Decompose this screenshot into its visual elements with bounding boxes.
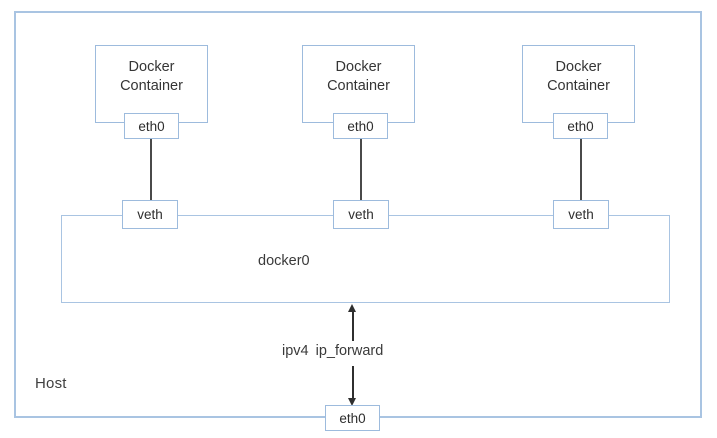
docker-container-3: Docker Container [522,45,635,123]
ip-forward-label-ip-forward: ip_forward [315,343,384,359]
docker-container-2-label: Docker Container [327,59,390,94]
ip-forward-arrow-up [348,304,357,341]
container-2-veth-link [360,138,362,202]
container-2-eth0-label: eth0 [347,118,374,134]
container-3-eth0-label: eth0 [567,118,594,134]
container-2-veth: veth [333,200,389,229]
container-1-eth0-label: eth0 [138,118,165,134]
host-label: Host [35,375,67,392]
container-3-veth: veth [553,200,609,229]
container-2-veth-label: veth [348,207,374,222]
container-3-veth-label: veth [568,207,594,222]
container-2-eth0: eth0 [333,113,388,139]
container-1-veth-label: veth [137,207,163,222]
docker-container-1-label: Docker Container [120,59,183,94]
docker0-label: docker0 [258,253,310,269]
docker-container-3-label: Docker Container [547,59,610,94]
ip-forward-arrow-down [348,366,357,406]
container-1-veth: veth [122,200,178,229]
container-1-eth0: eth0 [124,113,179,139]
docker-container-2: Docker Container [302,45,415,123]
host-eth0: eth0 [325,405,380,431]
docker-container-1: Docker Container [95,45,208,123]
host-eth0-label: eth0 [339,410,366,426]
container-3-veth-link [580,138,582,202]
ip-forward-label-ipv4: ipv4 [282,343,309,359]
container-1-veth-link [150,138,152,202]
container-3-eth0: eth0 [553,113,608,139]
ip-forward-label: ipv4 ip_forward [282,343,383,359]
